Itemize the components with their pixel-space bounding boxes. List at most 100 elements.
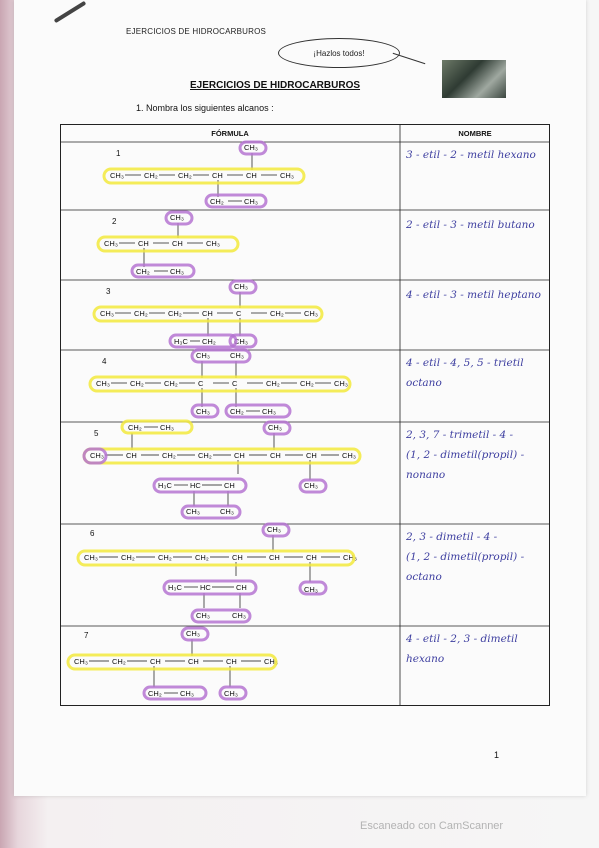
row6-highlight-main	[76, 549, 356, 567]
row5-highlight-branch	[120, 419, 194, 435]
row1-sub: CH₃	[244, 143, 258, 152]
row4-atom: C	[198, 379, 204, 388]
handwritten-name: 4 - etil - 4, 5, 5 - trietil	[405, 357, 524, 369]
handwritten-name: 2, 3 - dimetil - 4 -	[405, 531, 498, 543]
row3-highlight-sub	[228, 279, 258, 295]
row2-atom: CH	[172, 239, 183, 248]
exercise-instruction: 1. Nombra los siguientes alcanos :	[136, 103, 274, 113]
row7-atom: CH₃	[74, 657, 88, 666]
row-number: 1	[116, 149, 121, 158]
row5-atom: CH₂	[162, 451, 176, 460]
row3-atom: CH₂	[168, 309, 182, 318]
header-photo	[442, 60, 506, 98]
row3-sub: CH₂	[202, 337, 216, 346]
row6-sub: CH₃	[232, 611, 246, 620]
row6-sub: CH₃	[267, 525, 281, 534]
row6-sub: H₃C	[168, 583, 182, 592]
row5-atom: CH₃	[342, 451, 356, 460]
handwritten-name: 2 - etil - 3 - metil butano	[405, 219, 535, 231]
row6-atom: CH	[306, 553, 317, 562]
row5-sub: CH	[224, 481, 235, 490]
row6-highlight-sub	[162, 579, 258, 596]
row4-highlight-sub	[190, 403, 220, 419]
row4-atom: CH₃	[334, 379, 348, 388]
row1-highlight-main	[102, 167, 306, 185]
row4-sub: CH₃	[262, 407, 276, 416]
row1-highlight-sub	[238, 140, 268, 156]
row5-highlight-sub	[152, 477, 248, 494]
row7-sub: CH₃	[186, 629, 200, 638]
column-header-formula: FÓRMULA	[211, 129, 249, 138]
row4-atom: CH₂	[130, 379, 144, 388]
row3-atom: CH₃	[100, 309, 114, 318]
running-header: EJERCICIOS DE HIDROCARBUROS	[126, 27, 267, 36]
row1-highlight-sub	[204, 193, 268, 209]
row5-highlight-sub	[262, 420, 292, 436]
row7-atom: CH	[188, 657, 199, 666]
row5-sub: CH₃	[220, 507, 234, 516]
row5-atom: CH	[306, 451, 317, 460]
row3-sub: H₃C	[174, 337, 188, 346]
row4-atom: C	[232, 379, 238, 388]
row5-atom: CH	[270, 451, 281, 460]
row4-highlight-sub	[224, 403, 292, 419]
row6-sub: CH	[236, 583, 247, 592]
row-number: 7	[84, 631, 89, 640]
handwritten-name: octano	[406, 377, 442, 389]
worksheet-title: EJERCICIOS DE HIDROCARBUROS	[190, 80, 361, 91]
handwritten-name: 2, 3, 7 - trimetil - 4 -	[405, 429, 514, 441]
row6-atom: CH₂	[195, 553, 209, 562]
row3-highlight-main	[92, 305, 324, 323]
row5-sub: CH₂	[128, 423, 142, 432]
row2-highlight-sub	[130, 263, 196, 279]
row7-sub: CH₃	[224, 689, 238, 698]
row1-atom: CH	[212, 171, 223, 180]
row2-highlight-sub	[164, 210, 194, 226]
row3-atom: C	[236, 309, 242, 318]
row3-sub: CH₃	[234, 337, 248, 346]
handwritten-name: octano	[406, 571, 442, 583]
row3-sub: CH₃	[234, 282, 248, 291]
page-number: 1	[494, 750, 500, 760]
row2-atom: CH	[138, 239, 149, 248]
row5-sub: CH₃	[160, 423, 174, 432]
handwritten-name: hexano	[406, 653, 444, 665]
speech-bubble: ¡Hazlos todos!	[278, 38, 400, 68]
row6-atom: CH₂	[158, 553, 172, 562]
row6-atom: CH₃	[84, 553, 98, 562]
row2-atom: CH₃	[104, 239, 118, 248]
row1-sub: CH₂	[210, 197, 224, 206]
row2-sub: CH₃	[170, 213, 184, 222]
row-number: 2	[112, 217, 117, 226]
handwritten-name: 4 - etil - 3 - metil heptano	[405, 289, 541, 301]
row6-highlight-sub	[298, 580, 328, 596]
row3-atom: CH₂	[134, 309, 148, 318]
row-number: 4	[102, 357, 107, 366]
row4-atom: CH₂	[300, 379, 314, 388]
row1-atom: CH₂	[144, 171, 158, 180]
row6-atom: CH₃	[343, 553, 357, 562]
row1-atom: CH₂	[178, 171, 192, 180]
row-number: 6	[90, 529, 95, 538]
row6-highlight-sub	[190, 608, 252, 624]
row5-sub: H₃C	[158, 481, 172, 490]
row6-sub: HC	[200, 583, 211, 592]
handwritten-name: nonano	[406, 469, 445, 481]
row5-atom: CH₃	[90, 451, 104, 460]
table-border	[60, 124, 550, 706]
row6-highlight-sub	[261, 522, 291, 538]
row5-atom: CH	[126, 451, 137, 460]
row5-highlight-start	[82, 447, 108, 465]
row5-sub: CH₃	[268, 423, 282, 432]
row3-atom: CH	[202, 309, 213, 318]
row6-atom: CH	[232, 553, 243, 562]
row4-atom: CH₂	[266, 379, 280, 388]
row2-atom: CH₃	[206, 239, 220, 248]
row-number: 5	[94, 429, 99, 438]
row3-highlight-sub	[168, 333, 238, 349]
row4-atom: CH₃	[96, 379, 110, 388]
row4-sub: CH₂	[230, 407, 244, 416]
column-header-name: NOMBRE	[458, 129, 491, 138]
row7-atom: CH₂	[112, 657, 126, 666]
